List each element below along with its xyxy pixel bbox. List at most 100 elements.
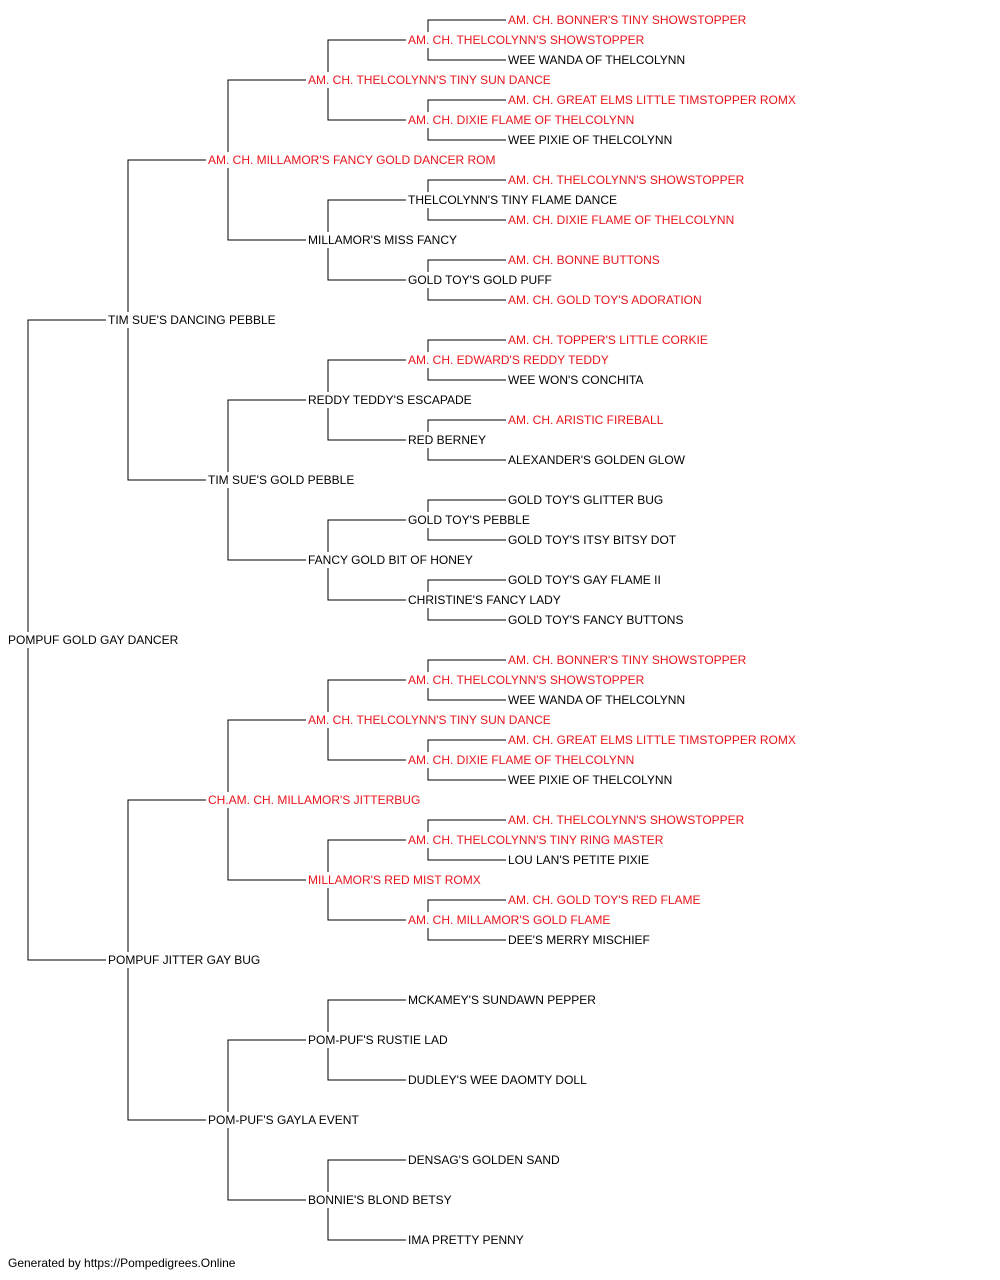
connector-line [427,19,506,32]
pedigree-name: MILLAMOR'S MISS FANCY [308,233,457,247]
pedigree-name: AM. CH. THELCOLYNN'S SHOWSTOPPER [508,813,745,827]
pedigree-name: WEE WANDA OF THELCOLYNN [508,693,685,707]
connector-line [227,808,306,881]
pedigree-name: AM. CH. GOLD TOY'S RED FLAME [508,893,701,907]
connector-line [127,799,206,952]
pedigree-name: GOLD TOY'S FANCY BUTTONS [508,613,683,627]
connector-line [327,1048,406,1081]
connector-line [427,688,506,701]
pedigree-name: DEE'S MERRY MISCHIEF [508,933,650,947]
pedigree-name: GOLD TOY'S GLITTER BUG [508,493,663,507]
connector-line [227,399,306,472]
connector-line [27,648,106,961]
pedigree-name: AM. CH. GREAT ELMS LITTLE TIMSTOPPER ROM… [508,733,796,747]
pedigree-name: BONNIE'S BLOND BETSY [308,1193,452,1207]
connector-line [427,128,506,141]
connector-line [327,248,406,281]
pedigree-name: AM. CH. MILLAMOR'S FANCY GOLD DANCER ROM [208,153,495,167]
connector-line [427,339,506,352]
pedigree-name: AM. CH. THELCOLYNN'S SHOWSTOPPER [408,33,645,47]
pedigree-name: AM. CH. DIXIE FLAME OF THELCOLYNN [508,213,734,227]
pedigree-name: TIM SUE'S DANCING PEBBLE [108,313,276,327]
pedigree-name: IMA PRETTY PENNY [408,1233,524,1247]
pedigree-name: DENSAG'S GOLDEN SAND [408,1153,560,1167]
connector-line [127,328,206,481]
pedigree-name: GOLD TOY'S GAY FLAME II [508,573,661,587]
connector-line [427,848,506,861]
connector-line [427,368,506,381]
connector-line [227,79,306,152]
pedigree-name: WEE WON'S CONCHITA [508,373,643,387]
pedigree-name: POMPUF JITTER GAY BUG [108,953,260,967]
pedigree-name: AM. CH. THELCOLYNN'S TINY SUN DANCE [308,73,551,87]
pedigree-name: AM. CH. ARISTIC FIREBALL [508,413,664,427]
connector-line [327,39,406,72]
connector-line [427,259,506,272]
connector-line [327,999,406,1032]
connector-line [427,899,506,912]
connector-line [127,159,206,312]
pedigree-name: AM. CH. DIXIE FLAME OF THELCOLYNN [408,753,634,767]
connector-line [27,319,106,632]
connector-line [327,519,406,552]
pedigree-name: WEE PIXIE OF THELCOLYNN [508,773,672,787]
pedigree-name: AM. CH. BONNE BUTTONS [508,253,660,267]
connector-line [427,419,506,432]
pedigree-name: AM. CH. THELCOLYNN'S TINY SUN DANCE [308,713,551,727]
pedigree-name: FANCY GOLD BIT OF HONEY [308,553,473,567]
pedigree-name: DUDLEY'S WEE DAOMTY DOLL [408,1073,587,1087]
footer-credit: Generated by https://Pompedigrees.Online [8,1256,236,1270]
pedigree-name: WEE WANDA OF THELCOLYNN [508,53,685,67]
connector-line [327,359,406,392]
pedigree-name: ALEXANDER'S GOLDEN GLOW [508,453,686,467]
pedigree-name: GOLD TOY'S GOLD PUFF [408,273,552,287]
connector-line [427,499,506,512]
connector-line [427,579,506,592]
connector-line [427,48,506,61]
pedigree-name: AM. CH. TOPPER'S LITTLE CORKIE [508,333,708,347]
connector-line [427,768,506,781]
pedigree-name: AM. CH. BONNER'S TINY SHOWSTOPPER [508,653,747,667]
connector-line [427,928,506,941]
connector-line [327,408,406,441]
connector-line [427,288,506,301]
pedigree-name: GOLD TOY'S PEBBLE [408,513,530,527]
pedigree-name: RED BERNEY [408,433,486,447]
pedigree-name: TIM SUE'S GOLD PEBBLE [208,473,354,487]
connector-line [227,1039,306,1112]
pedigree-name: THELCOLYNN'S TINY FLAME DANCE [408,193,617,207]
pedigree-name: AM. CH. BONNER'S TINY SHOWSTOPPER [508,13,747,27]
connector-line [427,819,506,832]
connector-line [327,199,406,232]
pedigree-name: GOLD TOY'S ITSY BITSY DOT [508,533,677,547]
connector-line [227,1128,306,1201]
connector-line [327,679,406,712]
pedigree-name: AM. CH. DIXIE FLAME OF THELCOLYNN [408,113,634,127]
connector-line [227,719,306,792]
pedigree-name: WEE PIXIE OF THELCOLYNN [508,133,672,147]
connector-line [427,739,506,752]
connector-line [427,659,506,672]
pedigree-name: AM. CH. THELCOLYNN'S TINY RING MASTER [408,833,664,847]
connector-line [327,88,406,121]
pedigree-name: AM. CH. THELCOLYNN'S SHOWSTOPPER [408,673,645,687]
pedigree-name: AM. CH. THELCOLYNN'S SHOWSTOPPER [508,173,745,187]
connector-line [427,608,506,621]
connector-line [127,968,206,1121]
connector-line [327,839,406,872]
connector-line [227,168,306,241]
pedigree-name: CHRISTINE'S FANCY LADY [408,593,561,607]
connector-line [227,488,306,561]
connector-line [327,1208,406,1241]
pedigree-name: POMPUF GOLD GAY DANCER [8,633,179,647]
connector-line [327,568,406,601]
connector-line [427,179,506,192]
connector-line [327,888,406,921]
pedigree-name: AM. CH. MILLAMOR'S GOLD FLAME [408,913,610,927]
pedigree-name: LOU LAN'S PETITE PIXIE [508,853,649,867]
pedigree-name: REDDY TEDDY'S ESCAPADE [308,393,472,407]
pedigree-name: AM. CH. GREAT ELMS LITTLE TIMSTOPPER ROM… [508,93,796,107]
pedigree-name: AM. CH. GOLD TOY'S ADORATION [508,293,702,307]
connector-line [427,208,506,221]
